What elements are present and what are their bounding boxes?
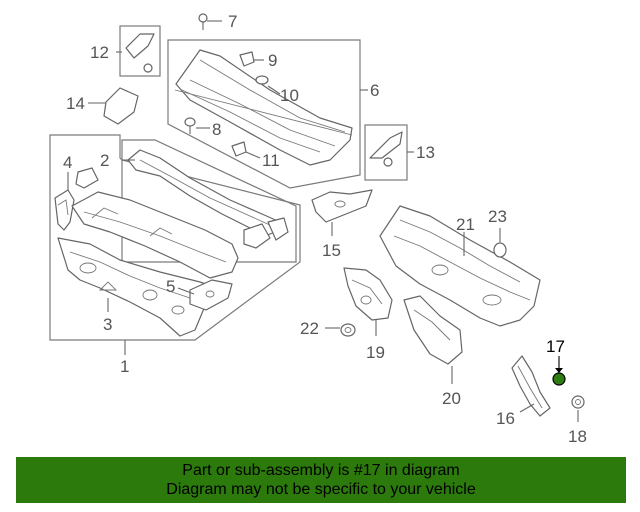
callout-21: 21 (456, 215, 475, 234)
part-16-bracket (511, 355, 551, 417)
group-2-outline (121, 139, 297, 263)
group-1-outline (49, 134, 301, 341)
part-22-grommet (325, 323, 356, 337)
callout-4: 4 (63, 153, 72, 172)
part-4-bracket (54, 189, 75, 231)
parts-diagram: 1 2 3 4 5 6 7 8 9 10 11 12 13 14 15 16 1… (49, 12, 587, 446)
callout-22: 22 (300, 319, 319, 338)
banner-line-1: Part or sub-assembly is #17 in diagram (182, 462, 460, 479)
part-20-panel (403, 295, 463, 384)
callout-17: 17 (546, 337, 565, 356)
callout-15: 15 (322, 241, 341, 260)
callout-7: 7 (228, 12, 237, 31)
part-9-clip (239, 51, 264, 67)
part-14-bracket (88, 87, 139, 125)
callout-3: 3 (103, 315, 112, 334)
callout-12: 12 (90, 43, 109, 62)
part-12-bracket (116, 25, 161, 77)
callout-13: 13 (416, 143, 435, 162)
part-8-clip (184, 117, 210, 134)
callout-9: 9 (268, 51, 277, 70)
part-7-screw (198, 13, 222, 30)
part-13-bracket (364, 124, 414, 181)
callout-10: 10 (280, 86, 299, 105)
callout-11: 11 (262, 151, 280, 170)
callout-5: 5 (166, 277, 175, 296)
callout-1: 1 (120, 357, 129, 376)
part-15-bracket (311, 189, 373, 236)
callout-14: 14 (66, 94, 85, 113)
callout-20: 20 (442, 389, 461, 408)
callout-23: 23 (488, 207, 507, 226)
callout-2: 2 (100, 151, 109, 170)
callout-18: 18 (568, 427, 587, 446)
part-10-grommet (255, 75, 281, 95)
part-11-clip (231, 141, 261, 159)
part-18-grommet (571, 395, 585, 422)
group-6-outline (167, 39, 361, 189)
part-6-cowl-top (175, 49, 353, 166)
part-17-highlighted (552, 356, 566, 386)
part-5-bracket (189, 279, 233, 311)
callout-19: 19 (366, 343, 385, 362)
callout-16: 16 (496, 409, 515, 428)
part-4-clip (75, 167, 99, 189)
callout-8: 8 (212, 120, 221, 139)
callout-6: 6 (370, 81, 379, 100)
banner-line-2: Diagram may not be specific to your vehi… (166, 481, 476, 498)
part-19-panel (343, 267, 393, 336)
part-21-dash-panel (379, 205, 541, 327)
cowl-upper-left (71, 191, 239, 279)
part-23-grommet (493, 228, 507, 258)
info-banner: Part or sub-assembly is #17 in diagram D… (16, 457, 626, 503)
